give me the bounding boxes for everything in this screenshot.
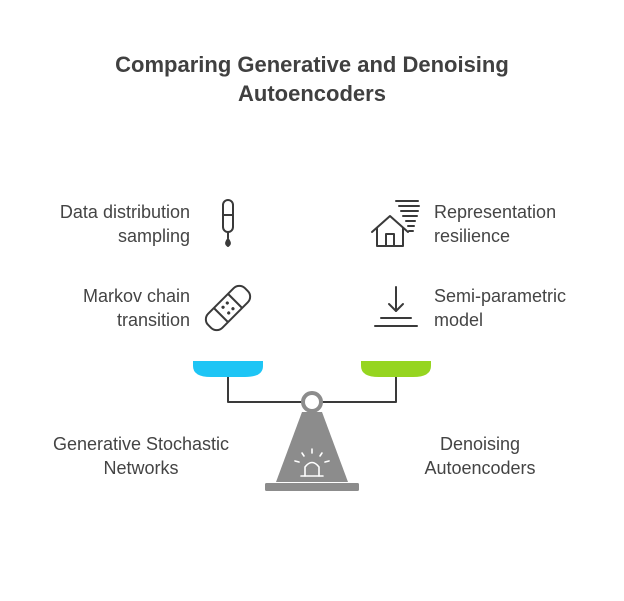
- right-side-name: Denoising Autoencoders: [424, 434, 536, 478]
- title-line-1: Comparing Generative and Denoising: [115, 52, 509, 77]
- feature-data-distribution-sampling: Data distribution sampling: [59, 202, 190, 246]
- scale-pivot: [301, 391, 323, 413]
- down-arrow-base-icon: [374, 286, 418, 327]
- title-line-2: Autoencoders: [238, 81, 386, 106]
- siren-icon: [294, 448, 330, 477]
- feature-representation-resilience: Representation resilience: [434, 202, 557, 246]
- scale-stand: [276, 412, 348, 482]
- thermometer-icon: [222, 199, 234, 247]
- bandage-icon: [204, 284, 252, 332]
- scale-base: [265, 483, 359, 491]
- diagram-title: Comparing Generative and Denoising Autoe…: [0, 50, 624, 108]
- feature-semi-parametric-model: Semi-parametric model: [434, 286, 567, 330]
- right-pan: [361, 361, 431, 377]
- feature-markov-chain-transition: Markov chain transition: [82, 286, 190, 330]
- house-wind-icon: [371, 200, 420, 247]
- left-pan: [193, 361, 263, 377]
- left-side-name: Generative Stochastic Networks: [52, 434, 230, 478]
